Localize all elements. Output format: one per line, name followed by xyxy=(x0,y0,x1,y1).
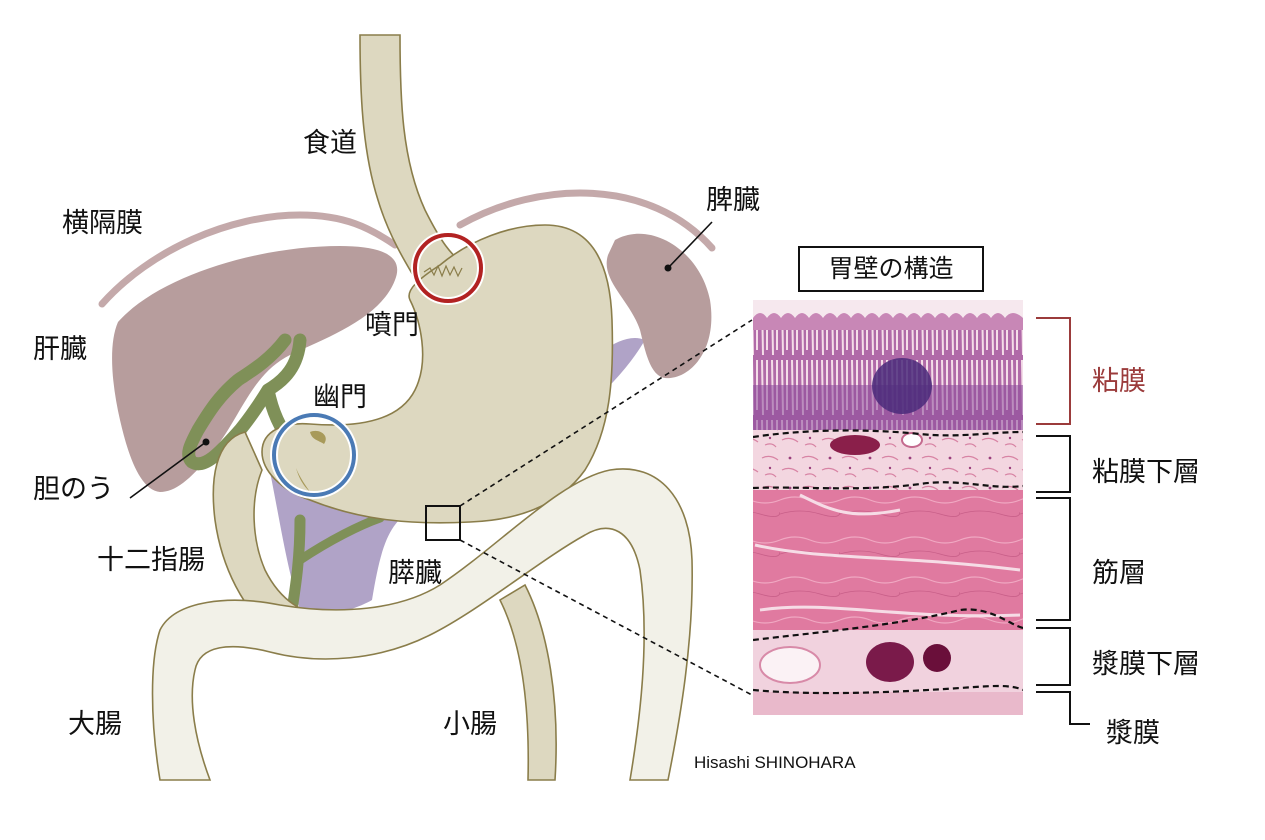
label-liver: 肝臓 xyxy=(33,334,87,365)
label-cardia: 噴門 xyxy=(365,310,419,341)
mucosa-bracket xyxy=(1036,317,1071,425)
label-diaphragm: 横隔膜 xyxy=(62,208,143,239)
label-serosa: 漿膜 xyxy=(1106,718,1160,749)
large-intestine xyxy=(151,468,693,781)
spleen xyxy=(606,233,712,379)
label-pylorus: 幽門 xyxy=(313,382,367,413)
label-mucosa: 粘膜 xyxy=(1092,366,1146,397)
author-credit: Hisashi SHINOHARA xyxy=(694,753,856,772)
label-pancreas: 膵臓 xyxy=(388,558,442,589)
bile-duct xyxy=(182,333,307,471)
diaphragm xyxy=(98,189,716,308)
serosa-bracket xyxy=(1036,691,1090,725)
histology-image xyxy=(753,300,1023,715)
muscle-bracket xyxy=(1036,497,1071,621)
wall-structure-title: 胃壁の構造 xyxy=(798,246,984,292)
label-large-intestine: 大腸 xyxy=(68,709,122,740)
small-intestine xyxy=(498,583,557,781)
label-small-intestine: 小腸 xyxy=(443,709,497,740)
subserosa-bracket xyxy=(1036,627,1071,686)
label-spleen: 脾臓 xyxy=(706,185,760,216)
magnification-box xyxy=(425,505,461,541)
label-esophagus: 食道 xyxy=(303,128,357,159)
label-gallbladder: 胆のう xyxy=(33,474,114,505)
label-duodenum: 十二指腸 xyxy=(97,545,205,576)
label-muscle: 筋層 xyxy=(1092,558,1146,589)
label-subserosa: 漿膜下層 xyxy=(1092,649,1200,680)
label-submucosa: 粘膜下層 xyxy=(1092,457,1200,488)
submucosa-bracket xyxy=(1036,435,1071,493)
